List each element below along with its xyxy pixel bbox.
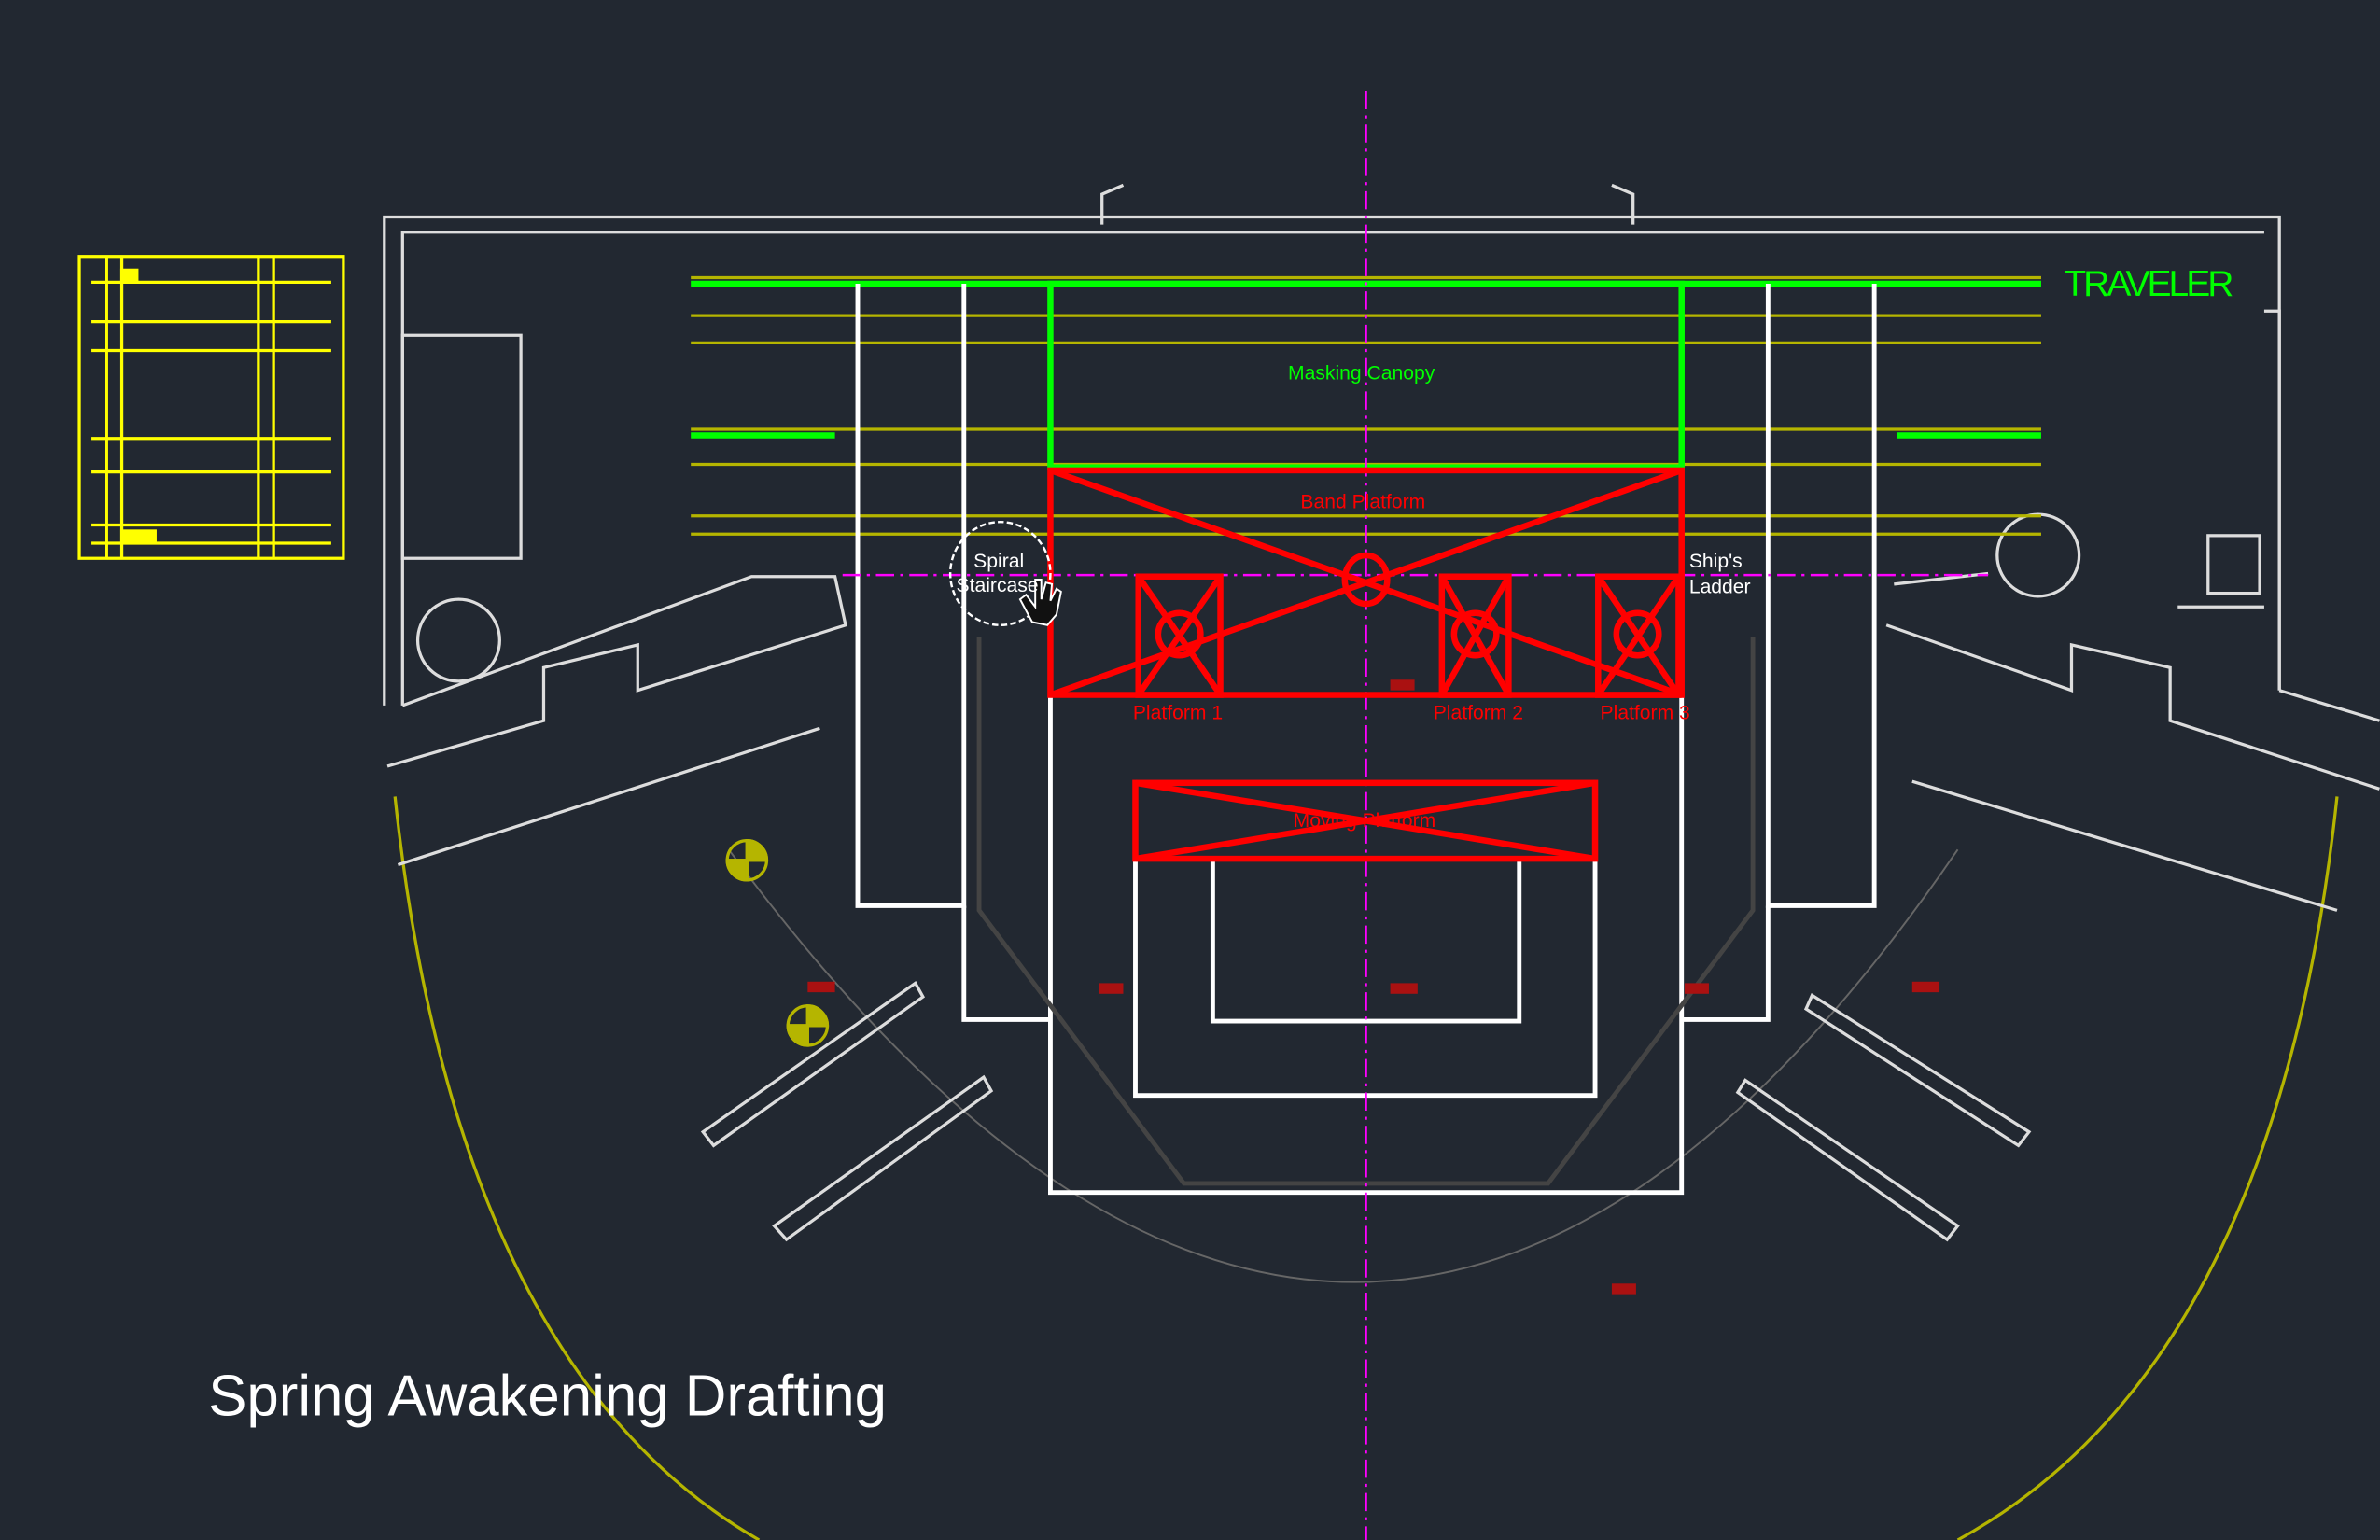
stage-structure [855, 283, 1877, 1196]
thrust-arc [728, 848, 1959, 1283]
platform-2-symbol [1438, 573, 1512, 698]
platform-2-label: Platform 2 [1434, 703, 1523, 724]
spiral-staircase-label: Staircase [957, 575, 1039, 596]
page-title: Spring Awakening Drafting [208, 1365, 887, 1429]
band-platform-label: Band Platform [1300, 492, 1425, 513]
moving-platform-label: Moving Platform [1294, 810, 1436, 832]
traveler-label: TRAVELER [2064, 264, 2233, 304]
platform-3-symbol [1595, 573, 1682, 698]
audience-arc [393, 796, 2339, 1540]
building-walls [383, 183, 2380, 1242]
platform-3-label: Platform 3 [1601, 703, 1690, 724]
spiral-staircase[interactable] [948, 520, 1052, 626]
spiral-staircase-label: Spiral [973, 551, 1024, 572]
ships-ladder-label: Ladder [1689, 577, 1751, 598]
masking-canopy-label: Masking Canopy [1288, 362, 1435, 384]
ships-ladder-label: Ship's [1689, 551, 1743, 572]
platform-1-label: Platform 1 [1133, 703, 1223, 724]
lighting-instrument-icon [725, 838, 830, 1047]
layer-scenery [1047, 467, 1685, 862]
floor-marks [807, 679, 1940, 1295]
layer-legend [77, 255, 345, 560]
hand-cursor-icon [1018, 579, 1062, 626]
centerlines [842, 91, 1989, 1540]
platform-1-symbol [1135, 573, 1224, 698]
